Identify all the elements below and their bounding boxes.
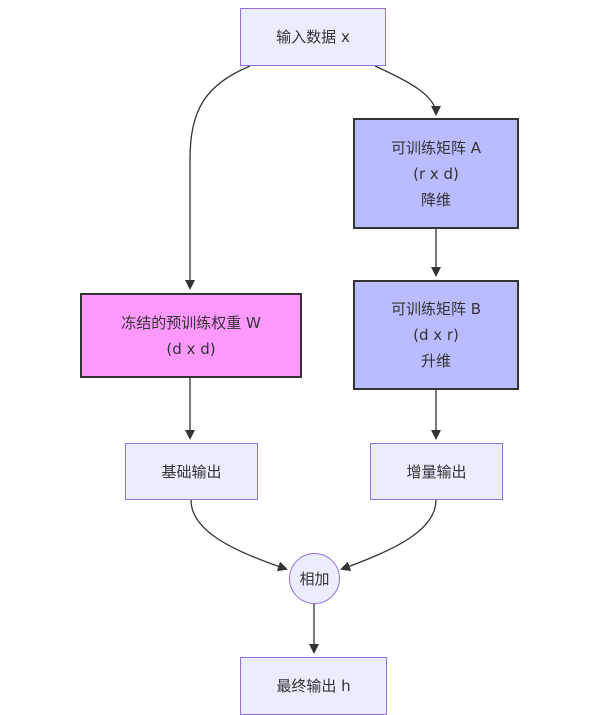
node-matrix-a-title: 可训练矩阵 A <box>390 138 482 157</box>
edge-delta-out-to-add <box>340 499 437 572</box>
node-matrix-b-role: 升维 <box>420 352 451 370</box>
node-trainable-matrix-a: 可训练矩阵 A (r x d) 降维 <box>353 118 519 229</box>
node-matrix-b-title: 可训练矩阵 B <box>390 300 482 318</box>
edge-base-out-to-add <box>190 499 288 572</box>
node-add: 相加 <box>289 553 340 604</box>
node-matrix-b-shape: (d x r) <box>413 326 459 344</box>
node-matrix-a-shape: (r x d) <box>413 164 459 183</box>
node-add-label: 相加 <box>299 569 330 588</box>
node-final-output: 最终输出 h <box>240 657 387 715</box>
node-frozen-weights: 冻结的预训练权重 W (d x d) <box>80 293 302 378</box>
node-matrix-a-role: 降维 <box>420 190 451 209</box>
node-trainable-matrix-b: 可训练矩阵 B (d x r) 升维 <box>353 280 519 390</box>
node-frozen-shape: (d x d) <box>166 339 216 358</box>
node-delta-output-label: 增量输出 <box>406 462 467 481</box>
node-input-data-label: 输入数据 x <box>276 28 350 46</box>
edge-input-to-frozen <box>185 65 251 290</box>
node-base-output-label: 基础输出 <box>161 462 222 481</box>
node-base-output: 基础输出 <box>125 443 258 500</box>
edge-input-to-matA <box>374 65 441 116</box>
node-input-data: 输入数据 x <box>240 8 386 66</box>
node-final-output-label: 最终输出 h <box>276 677 351 695</box>
node-delta-output: 增量输出 <box>370 443 503 500</box>
node-frozen-title: 冻结的预训练权重 W <box>121 313 261 332</box>
